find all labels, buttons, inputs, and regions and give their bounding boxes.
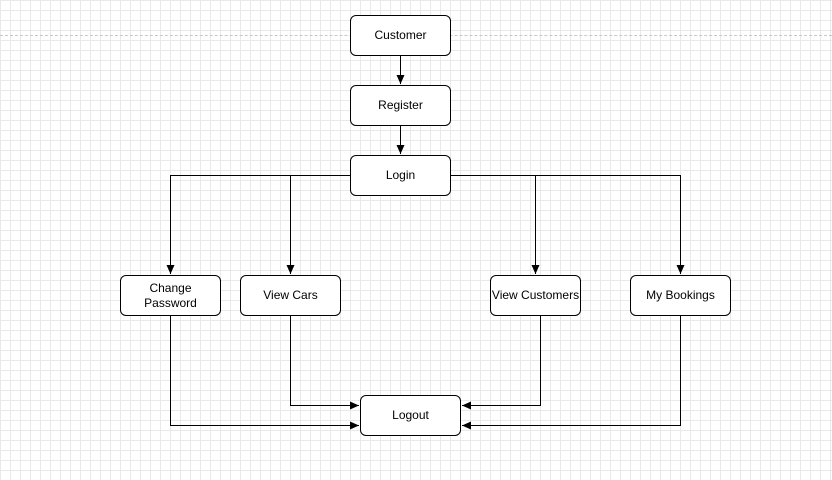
node-label: Logout xyxy=(392,408,429,422)
edge-view-cars-logout xyxy=(290,316,359,410)
edge-login-view-customers xyxy=(450,175,540,274)
node-register[interactable]: Register xyxy=(350,85,451,126)
node-label: Login xyxy=(385,168,416,182)
node-label: Change Password xyxy=(144,280,197,310)
edge-change-password-logout xyxy=(170,316,359,430)
edge-my-bookings-logout xyxy=(462,316,681,430)
edge-login-change-password xyxy=(166,175,350,274)
node-change-password[interactable]: Change Password xyxy=(120,275,221,316)
node-label: Customer xyxy=(374,28,427,42)
node-label: Register xyxy=(378,98,423,112)
edge-view-customers-logout xyxy=(462,316,541,410)
node-my-bookings[interactable]: My Bookings xyxy=(630,275,731,316)
node-customer[interactable]: Customer xyxy=(350,15,451,56)
node-label: My Bookings xyxy=(646,288,715,302)
node-label: View Cars xyxy=(263,288,318,302)
edge-login-my-bookings xyxy=(535,175,685,274)
node-login[interactable]: Login xyxy=(350,155,451,196)
node-logout[interactable]: Logout xyxy=(360,395,461,436)
node-view-customers[interactable]: View Customers xyxy=(490,275,581,316)
node-view-cars[interactable]: View Cars xyxy=(240,275,341,316)
node-label: View Customers xyxy=(491,288,580,302)
